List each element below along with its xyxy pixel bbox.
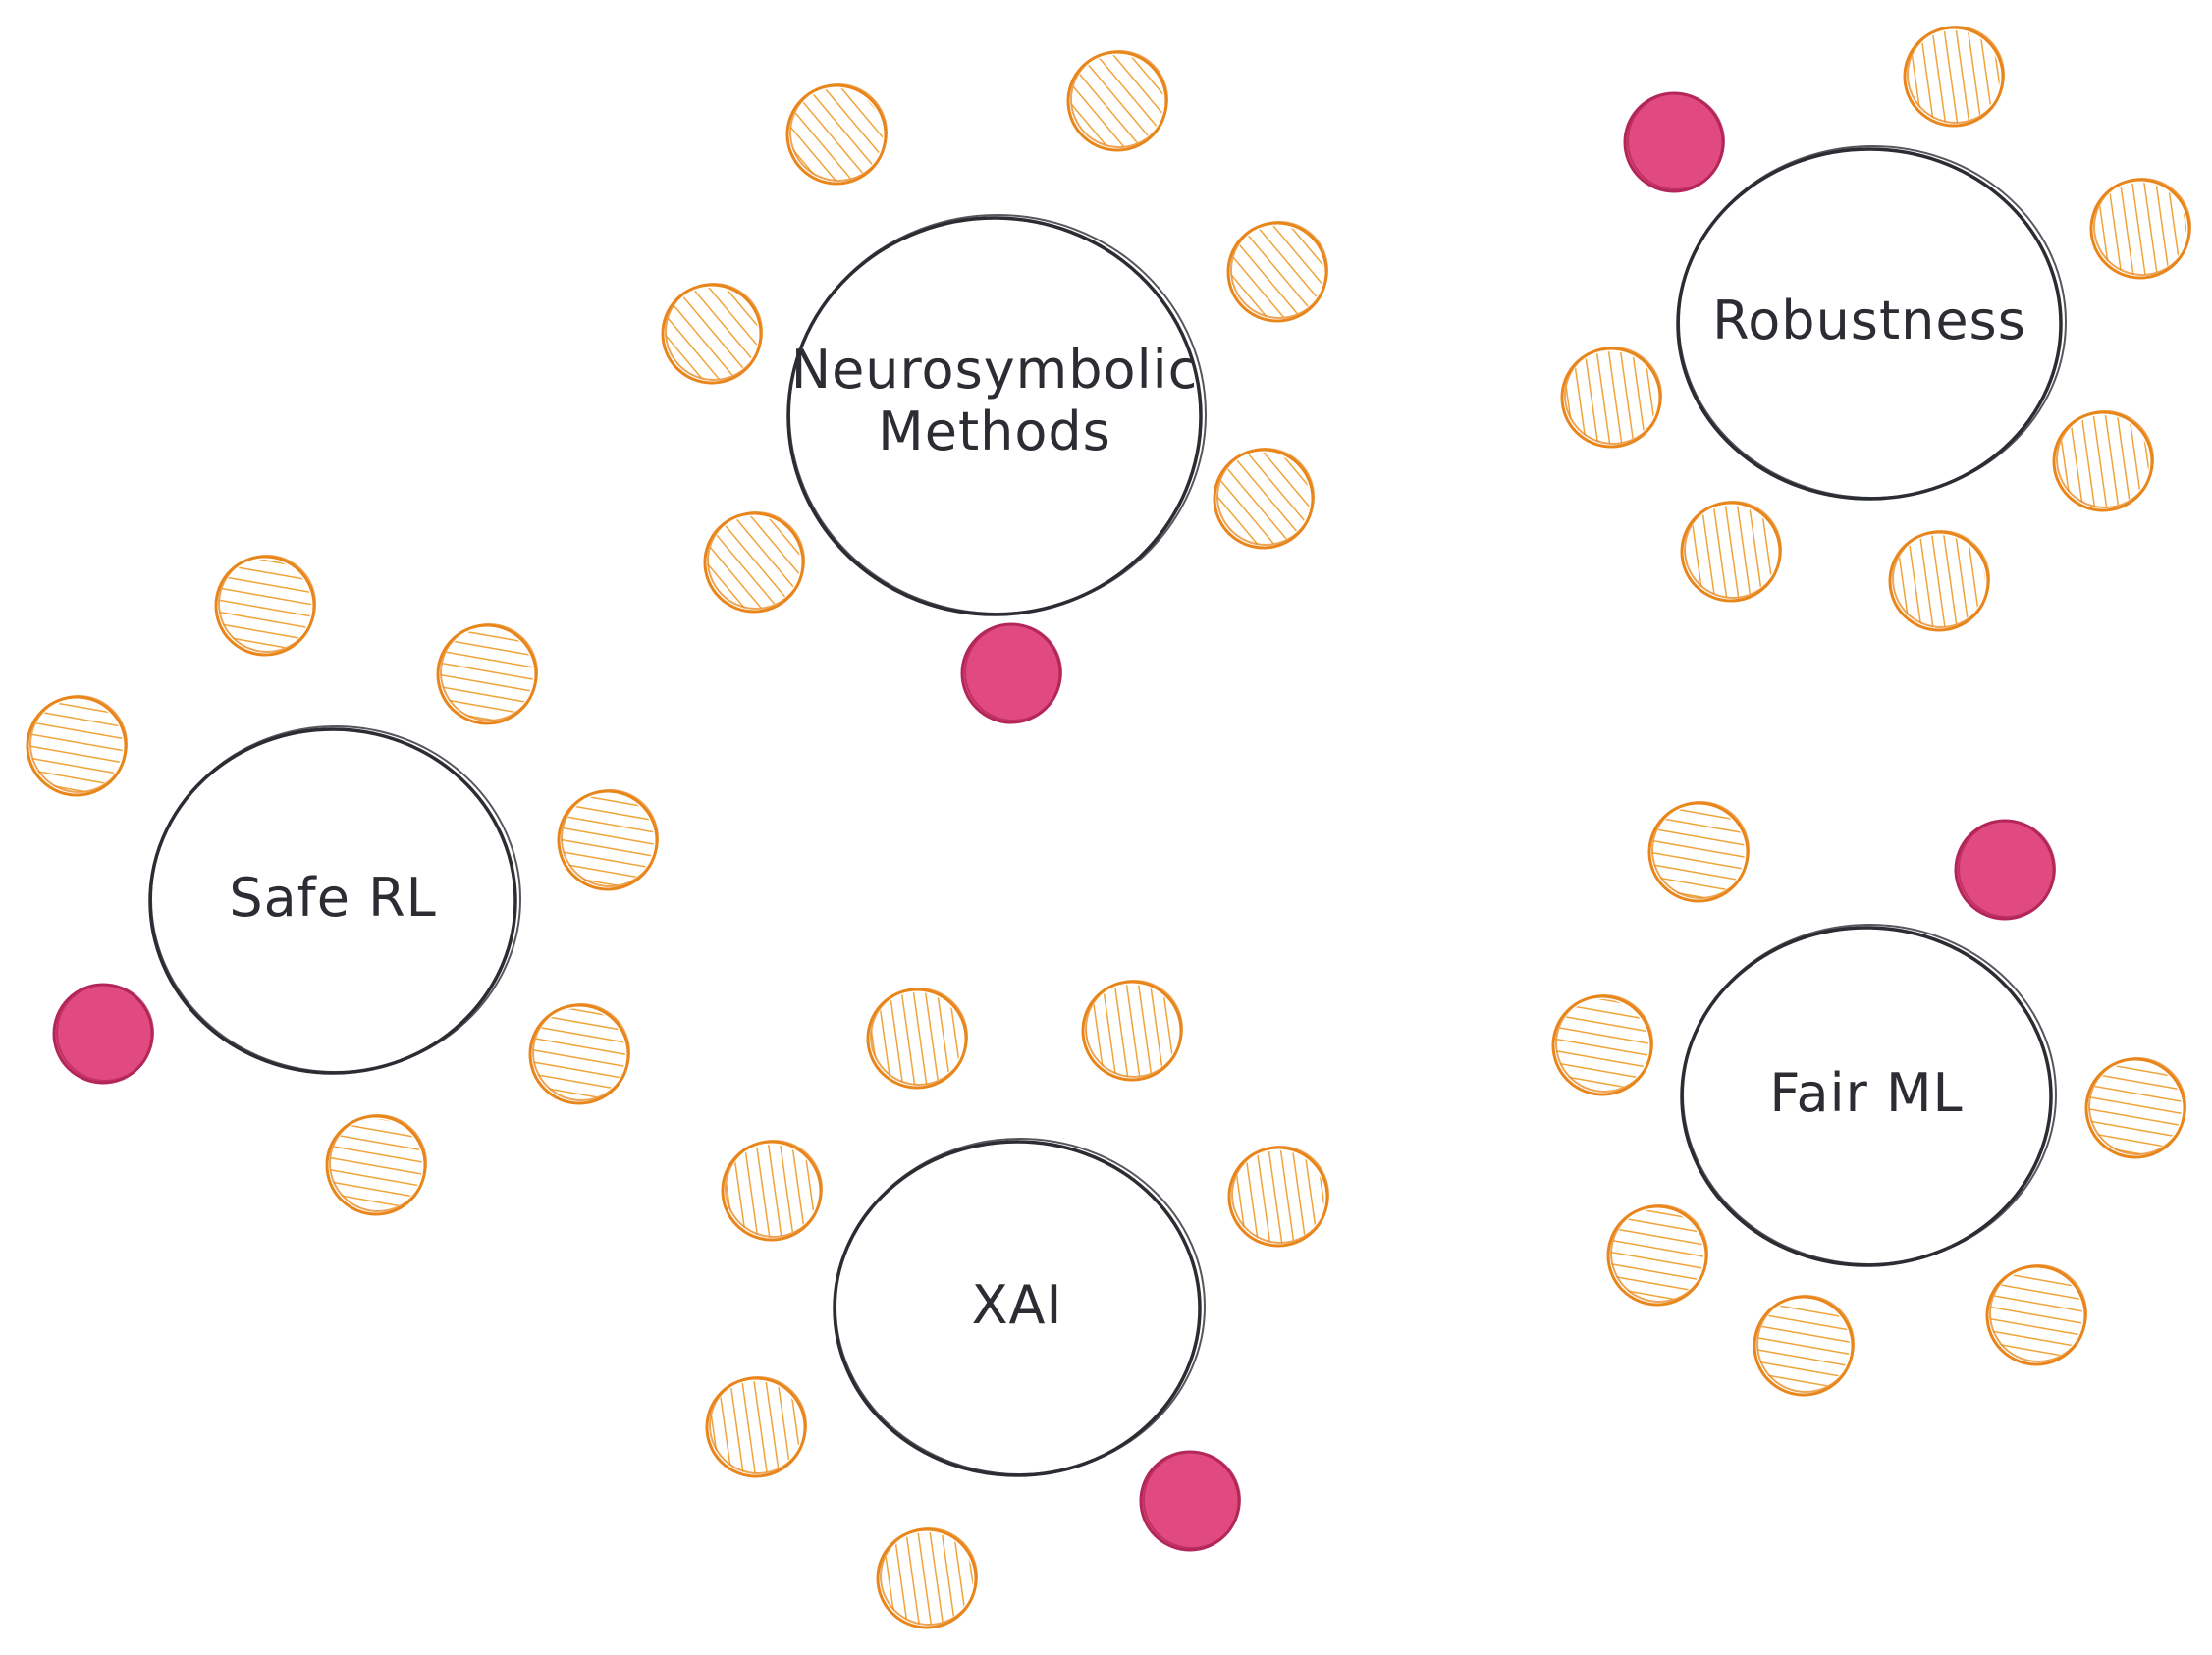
highlight-node (52, 983, 154, 1085)
satellite-node (1551, 994, 1653, 1096)
satellite-node (2052, 410, 2154, 512)
highlight-node (1139, 1450, 1241, 1552)
satellite-node (1066, 50, 1168, 152)
satellite-node (1227, 1146, 1329, 1248)
satellite-node (705, 1376, 807, 1478)
cluster-robustness: Robustness (1560, 26, 2191, 632)
satellite-node (1680, 501, 1782, 603)
hub-circle (1680, 924, 2057, 1267)
cluster-safe-rl: Safe RL (26, 555, 659, 1216)
satellite-node (876, 1527, 978, 1629)
satellite-node (1753, 1295, 1855, 1397)
hub-label-safe-rl: Safe RL (229, 867, 436, 929)
hub-label-neurosymbolic-line-2: Methods (878, 400, 1111, 462)
hub-circle (148, 725, 521, 1075)
satellite-node (1226, 221, 1328, 323)
hub-label-robustness: Robustness (1712, 290, 2026, 351)
satellite-node (325, 1114, 427, 1216)
satellite-node (1081, 980, 1183, 1082)
satellite-node (1903, 26, 2005, 128)
highlight-node (1623, 91, 1725, 193)
cluster-xai: XAI (705, 980, 1329, 1629)
satellite-node (1647, 801, 1750, 903)
hub-circle (786, 214, 1207, 616)
highlight-node (1954, 819, 2056, 921)
satellite-node (214, 555, 316, 657)
satellite-node (785, 83, 888, 186)
satellite-node (26, 695, 128, 797)
satellite-node (528, 1003, 630, 1105)
hub-label-xai: XAI (972, 1274, 1063, 1336)
satellite-node (2089, 178, 2191, 280)
satellite-node (1888, 530, 1990, 632)
hub-label-neurosymbolic-line-1: Neurosymbolic (791, 339, 1199, 400)
hub-circle (1676, 145, 2067, 501)
satellite-node (2084, 1057, 2186, 1159)
satellite-node (703, 511, 805, 614)
satellite-node (1606, 1204, 1708, 1307)
hub-label-fair-ml: Fair ML (1769, 1062, 1963, 1124)
cluster-fair-ml: Fair ML (1551, 801, 2186, 1397)
satellite-node (1560, 347, 1662, 449)
highlight-node (960, 622, 1062, 724)
satellite-node (866, 988, 968, 1090)
hub-circle (833, 1138, 1206, 1477)
satellite-node (661, 283, 763, 385)
satellite-node (721, 1140, 823, 1242)
satellite-node (436, 623, 538, 725)
satellite-node (1213, 448, 1315, 550)
satellite-node (1985, 1264, 2087, 1366)
satellite-node (557, 789, 659, 891)
